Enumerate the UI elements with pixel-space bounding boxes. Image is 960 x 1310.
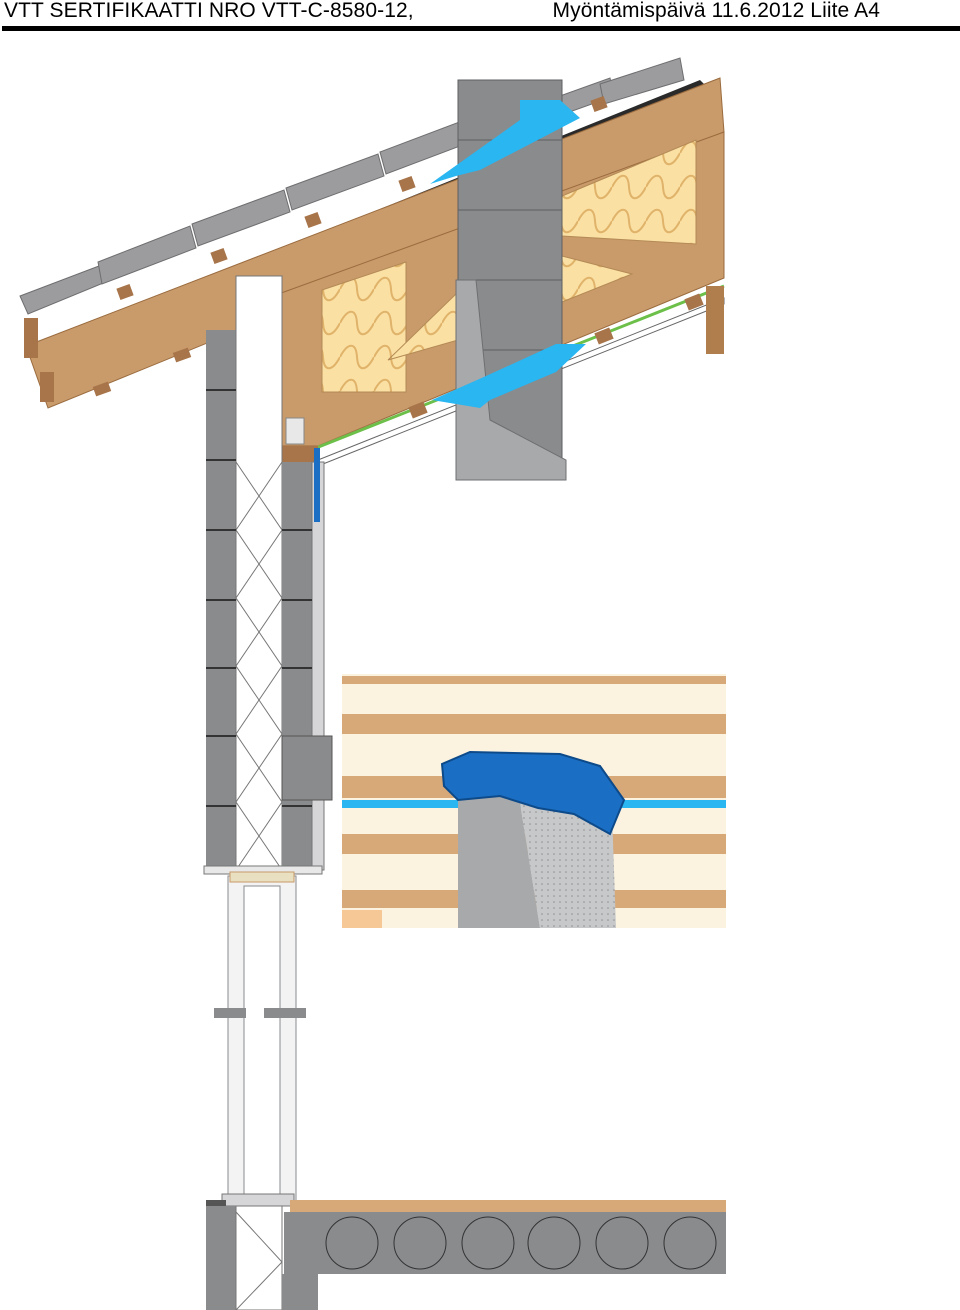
wall-lining	[311, 461, 325, 871]
wall-section	[203, 275, 333, 875]
rafter-end	[706, 286, 724, 354]
certificate-number: VTT SERTIFIKAATTI NRO VTT-C-8580-12,	[4, 0, 414, 22]
wall-stud-space	[235, 275, 283, 873]
ceiling-battens	[408, 293, 704, 419]
window-section	[214, 871, 306, 1207]
floor-board	[290, 1200, 726, 1212]
page-header: VTT SERTIFIKAATTI NRO VTT-C-8580-12, Myö…	[0, 0, 960, 32]
roof-tiles	[19, 57, 685, 315]
window-sill	[221, 1193, 295, 1207]
slab-voids	[325, 1216, 717, 1270]
wall-joints	[206, 389, 312, 807]
lower-wall-cladding	[206, 1206, 236, 1310]
inset-chimney-face	[458, 790, 540, 928]
header-rule	[2, 26, 960, 31]
inset-blue-seal	[440, 750, 626, 836]
window-hinges	[214, 1008, 306, 1018]
truss-connector	[285, 417, 305, 445]
floor-slab	[206, 1200, 726, 1310]
chimney	[430, 79, 586, 481]
roof-section	[19, 57, 725, 470]
blue-tape-strip	[314, 448, 320, 522]
inset-detail	[342, 674, 726, 928]
chimney-foot	[455, 279, 567, 481]
eave-battens	[24, 318, 192, 402]
wall-inner-board	[282, 462, 312, 870]
electrical-box	[281, 735, 333, 801]
upper-flashing-seal	[430, 100, 580, 184]
lower-flashing-seal	[432, 344, 586, 408]
insulation-panel	[321, 261, 407, 393]
lower-wall-studs	[235, 1205, 283, 1310]
issue-date: Myöntämispäivä 11.6.2012 Liite A4	[552, 0, 880, 22]
roof-battens	[116, 95, 608, 301]
